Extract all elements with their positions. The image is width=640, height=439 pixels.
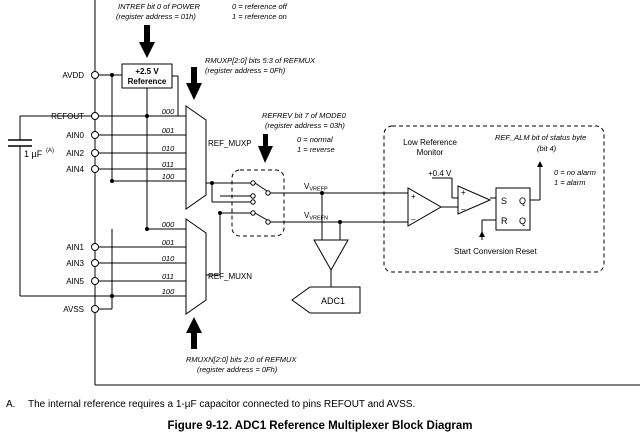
refrev-note-line2: (register address = 03h) [265,121,345,130]
refrev-note-line1: REFREV bit 7 of MODE0 [262,111,347,120]
muxp-code-010: 010 [162,144,175,153]
intref-option-off: 0 = reference off [232,2,288,11]
reset-label: Start Conversion Reset [454,247,537,256]
intref-note-line1: INTREF bit 0 of POWER [118,2,201,11]
diff-amp-minus: – [411,215,416,224]
muxn-code-001: 001 [162,238,175,247]
pin-circles [91,71,99,313]
capacitor-icon [8,115,96,305]
refmuxn-note-line1: RMUXN[2:0] bits 2:0 of REFMUX [186,355,297,364]
adc1-block [291,286,361,314]
alarm-option-yes: 1 = alarm [554,178,585,187]
comparator-icon [457,185,492,215]
pin-ain0: AIN0 [66,131,84,140]
ref-muxp-block [185,105,207,210]
footnote-index: A. [6,399,16,410]
reference-voltage-label: +2.5 V [135,67,159,76]
pin-ain4: AIN4 [66,165,84,174]
adc1-label: ADC1 [321,296,345,306]
difference-amplifier-icon [407,187,443,227]
refmuxn-note-line2: (register address = 0Fh) [197,365,278,374]
muxn-code-100: 100 [162,287,175,296]
refmuxn-arrow-icon [186,317,202,349]
muxn-code-010: 010 [162,254,175,263]
capacitor-footnote-mark: (A) [46,148,54,154]
reversal-switch-icon [250,180,271,225]
pin-labels: AVDD REFOUT AIN0 AIN2 AIN4 AIN1 AIN3 AIN… [51,71,84,314]
ref-alm-line1: REF_ALM bit of status byte [495,133,586,142]
comparator-plus: + [461,188,466,197]
muxp-code-011: 011 [162,160,174,169]
capacitor-label: 1 µF [24,149,43,159]
alarm-option-no: 0 = no alarm [554,168,596,177]
intref-note-line2: (register address = 01h) [116,12,196,21]
reference-label: Reference [128,77,167,86]
refrev-arrow-icon [258,134,273,163]
refmuxp-note-line1: RMUXP[2:0] bits 5:3 of REFMUX [205,56,316,65]
latch-s: S [501,196,507,206]
muxp-code-000: 000 [162,107,175,116]
muxn-code-011: 011 [162,272,174,281]
refmuxp-note-line2: (register address = 0Fh) [205,66,286,75]
latch-q-bar: Q [519,216,526,226]
reversal-switch-box [231,169,285,237]
muxp-code-100: 100 [162,172,175,181]
junction-dots [110,73,342,298]
ref-muxp-codes: 000 001 010 011 100 [162,107,175,181]
latch-q: Q [519,196,526,206]
muxp-code-001: 001 [162,126,175,135]
adc-buffer-icon [313,239,349,272]
pin-avdd: AVDD [62,71,84,80]
footnote: A. The internal reference requires a 1-µF… [6,399,415,410]
diff-amp-plus: + [411,192,416,201]
intref-arrow-icon [139,25,155,58]
chip-outline [94,0,640,386]
monitor-title-line2: Monitor [417,148,444,157]
ref-muxp-label: REF_MUXP [208,139,252,148]
ref-muxn-codes: 000 001 010 011 100 [162,220,175,296]
ref-muxn-block [185,218,207,315]
low-reference-monitor-box [383,125,605,273]
muxn-code-000: 000 [162,220,175,229]
latch-r: R [501,216,508,226]
sr-latch-block [495,187,531,231]
intref-option-on: 1 = reference on [232,12,287,21]
pin-ain1: AIN1 [66,243,84,252]
comparator-minus: – [461,205,466,214]
reference-mux-diagram: INTREF bit 0 of POWER (register address … [8,0,640,386]
pin-ain5: AIN5 [66,277,84,286]
refmuxp-arrow-icon [186,67,202,100]
pin-ain2: AIN2 [66,149,84,158]
refrev-option-reverse: 1 = reverse [297,145,335,154]
ref-muxn-label: REF_MUXN [208,272,252,281]
pin-ain3: AIN3 [66,259,84,268]
vrefn-label: VVREFN [304,211,328,222]
monitor-title-line1: Low Reference [403,138,457,147]
figure-caption: Figure 9-12. ADC1 Reference Multiplexer … [167,420,473,432]
footnote-text: The internal reference requires a 1-µF c… [28,399,416,410]
refrev-option-normal: 0 = normal [297,135,333,144]
vrefp-label: VVREFP [304,182,328,193]
ref-alm-line2: (bit 4) [537,144,557,153]
pin-avss: AVSS [63,305,84,314]
monitor-threshold-label: +0.4 V [428,169,452,178]
